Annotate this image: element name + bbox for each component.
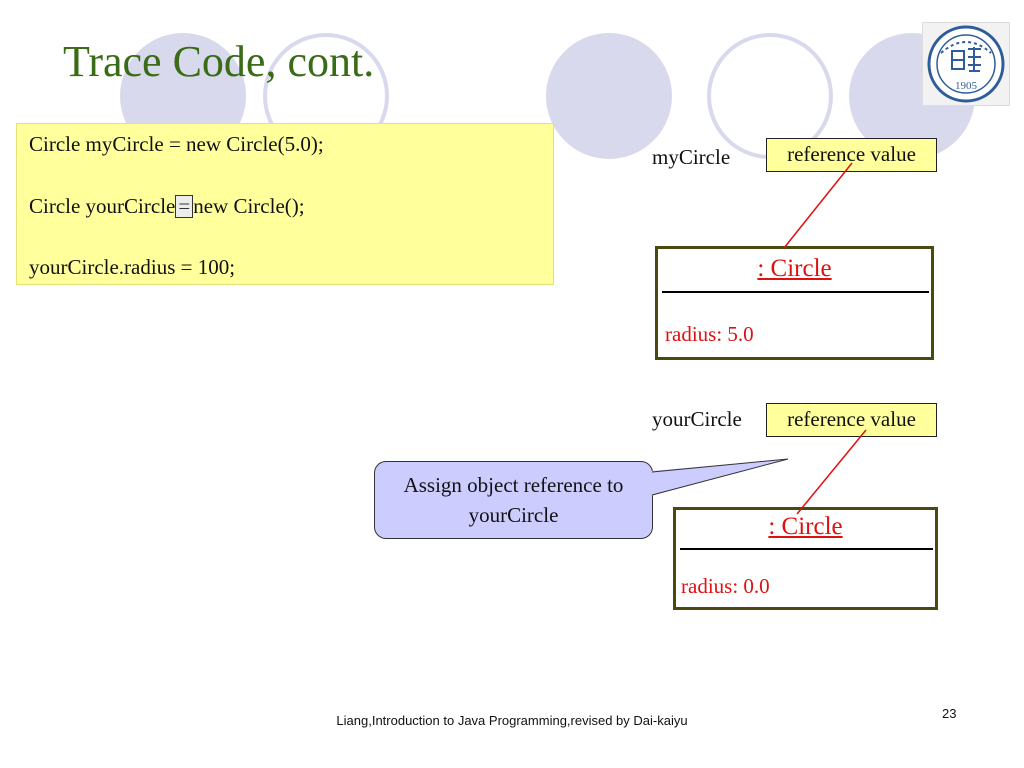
your-circle-object-box: : Circle radius: 0.0	[673, 507, 938, 610]
page-number: 23	[942, 706, 957, 721]
callout-text: Assign object reference to yourCircle	[403, 473, 624, 527]
assignment-highlight: =	[175, 195, 194, 218]
code-line-2-end: new Circle();	[193, 194, 305, 218]
your-circle-radius-field: radius: 0.0	[681, 574, 770, 598]
my-circle-object-divider	[662, 291, 929, 293]
your-circle-object-divider	[680, 548, 933, 550]
callout-bubble: Assign object reference to yourCircle	[374, 461, 653, 539]
your-circle-reference-box: reference value	[766, 403, 937, 437]
university-seal-logo: 1905	[922, 22, 1010, 106]
your-circle-label: yourCircle	[652, 407, 742, 431]
decor-circle-3	[546, 33, 672, 159]
callout-pointer-edge-bottom	[651, 458, 789, 496]
code-line-2: Circle yourCircle=new Circle();	[29, 194, 305, 219]
your-circle-reference-connector	[796, 429, 867, 515]
my-circle-radius-field: radius: 5.0	[665, 322, 754, 346]
code-line-1: Circle myCircle = new Circle(5.0);	[29, 132, 324, 156]
callout-pointer-edge-top	[651, 458, 789, 473]
my-circle-object-box: : Circle radius: 5.0	[655, 246, 934, 360]
slide-footer: Liang,Introduction to Java Programming,r…	[336, 713, 688, 728]
my-circle-reference-box: reference value	[766, 138, 937, 172]
my-circle-label: myCircle	[652, 145, 731, 169]
code-box: Circle myCircle = new Circle(5.0); Circl…	[16, 123, 554, 285]
seal-icon: 1905	[927, 25, 1005, 103]
my-circle-object-title: : Circle	[757, 255, 832, 282]
code-line-3: yourCircle.radius = 100;	[29, 255, 236, 279]
my-circle-reference-connector	[783, 162, 853, 249]
code-line-2-start: Circle yourCircle	[29, 194, 176, 218]
slide-title: Trace Code, cont.	[63, 37, 375, 86]
seal-year: 1905	[955, 80, 978, 92]
your-circle-object-title: : Circle	[768, 513, 843, 540]
